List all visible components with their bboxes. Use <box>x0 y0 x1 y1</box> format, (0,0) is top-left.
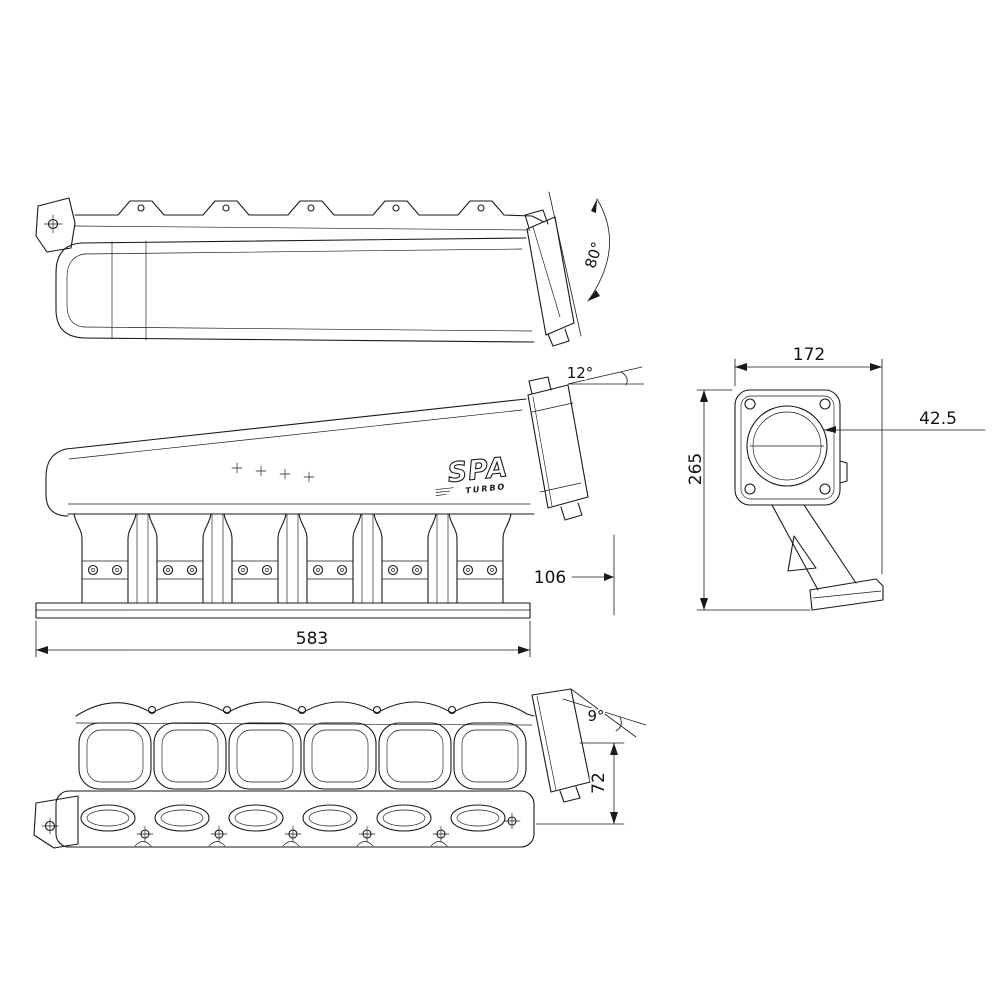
view-side-main: SPA TURBO 12° 106 583 <box>35 365 645 658</box>
dim-label-72: 72 <box>589 772 609 794</box>
dim-label-172: 172 <box>793 345 825 365</box>
manifold-body-outline <box>35 197 575 347</box>
gasket-ports <box>80 804 506 832</box>
flange-boss-holes <box>137 204 485 212</box>
dim-label-106: 106 <box>534 568 566 588</box>
throttle-bore <box>746 405 828 487</box>
dimension-583: 583 <box>35 620 531 658</box>
gasket-flange <box>55 790 535 848</box>
runner-webs <box>136 513 449 604</box>
view-end: 172 265 42.5 <box>684 343 986 611</box>
bracket-hole-crosshair <box>43 214 63 234</box>
flange-bolt-holes <box>744 398 831 495</box>
view-bottom: 9° 72 <box>33 688 647 849</box>
dimension-42-5: 42.5 <box>823 407 986 433</box>
gasket-bolt-holes <box>136 812 521 843</box>
bottom-view-outline <box>33 688 591 849</box>
runner-ports <box>78 722 527 790</box>
dimension-80deg: 80° <box>548 191 610 337</box>
dim-label-42-5: 42.5 <box>919 409 957 429</box>
dim-label-12deg: 12° <box>567 365 594 382</box>
mount-bracket <box>35 197 76 253</box>
brand-logo-text: SPA <box>446 452 510 489</box>
dimension-12deg: 12° <box>565 365 645 386</box>
dim-label-265: 265 <box>686 453 706 485</box>
strut-foot <box>809 578 884 611</box>
top-flange-profile <box>74 200 545 223</box>
dimension-172: 172 <box>734 343 883 575</box>
dim-label-9deg: 9° <box>587 707 604 725</box>
end-flange <box>531 688 591 793</box>
rail-holes <box>147 705 457 715</box>
dim-label-583: 583 <box>296 629 328 649</box>
datum-plus-marks <box>231 462 315 483</box>
base-flange <box>35 602 531 619</box>
throttle-flange <box>527 384 589 509</box>
throttle-flange <box>526 216 575 336</box>
throttle-flange-face <box>734 389 841 506</box>
dimension-9deg: 9° <box>562 688 647 738</box>
mount-bracket <box>33 795 79 849</box>
brand-logo-subtext: TURBO <box>465 482 507 495</box>
view-side-rear: 80° <box>35 191 610 347</box>
support-strut <box>771 504 857 591</box>
dimension-265: 265 <box>684 389 811 611</box>
brand-logo: SPA TURBO <box>435 451 510 496</box>
dim-label-80deg: 80° <box>581 240 606 271</box>
dimension-72: 72 <box>535 742 625 825</box>
dimension-106: 106 <box>532 534 615 616</box>
end-view-outline <box>734 389 884 611</box>
manifold-side-outline <box>35 376 589 619</box>
runners <box>73 513 512 604</box>
strut-cutout <box>787 535 817 572</box>
